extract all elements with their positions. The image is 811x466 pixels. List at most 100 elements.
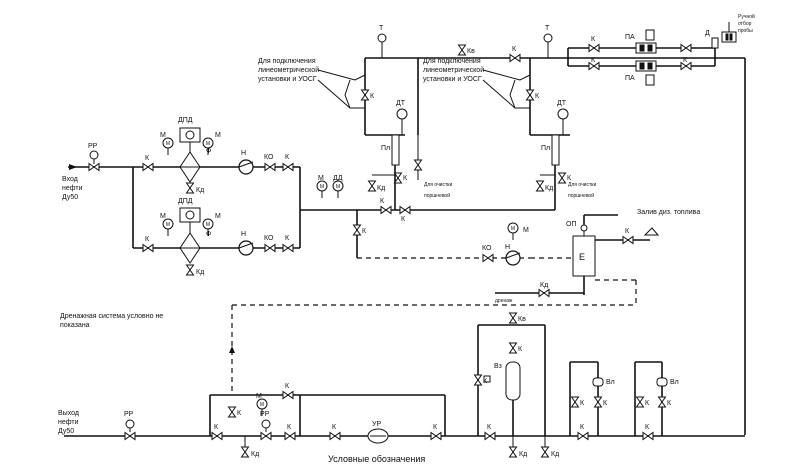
valve-k-vl-1-line[interactable]	[577, 432, 589, 440]
label-ko: КО	[264, 235, 274, 242]
drain-valve-lower-filter[interactable]	[186, 264, 194, 276]
label-k: К	[145, 155, 150, 162]
valve-k-collector-in[interactable]	[484, 432, 496, 440]
overflow-sensor-icon	[580, 224, 588, 232]
label-f-lower: Ф	[206, 231, 211, 238]
check-valve-upper[interactable]	[264, 163, 276, 171]
pressure-regulator-outlet-valve[interactable]	[124, 432, 136, 440]
label-k: К	[512, 46, 517, 53]
valve-k-left-bypass[interactable]	[414, 159, 422, 171]
densimeter-right-icon	[551, 134, 560, 166]
valve-k-meter-out[interactable]	[430, 432, 442, 440]
label-k: К	[580, 424, 585, 431]
valve-k-outlet-top[interactable]	[282, 391, 294, 399]
manual-sampling-point-icon	[721, 31, 737, 43]
air-valve-kv-collector[interactable]	[509, 312, 517, 324]
label-k: К	[683, 57, 688, 64]
manometer-header-icon	[316, 180, 328, 199]
label-m: М	[215, 213, 221, 220]
valve-k-lower-2[interactable]	[282, 244, 294, 252]
manometer-upper-left-icon	[162, 137, 174, 156]
valve-k-lower-1[interactable]	[142, 244, 154, 252]
air-valve-kv-top[interactable]	[458, 44, 466, 56]
label-k: К	[625, 228, 630, 235]
check-valve-circulation[interactable]	[482, 254, 494, 262]
valve-k-header-1[interactable]	[380, 206, 392, 214]
valve-k-vl-2b[interactable]	[658, 396, 666, 408]
lineometric-right-line1: Для подключения	[423, 58, 481, 65]
valve-k-upper-2[interactable]	[282, 163, 294, 171]
valve-k-header-2[interactable]	[399, 206, 411, 214]
densimeter-left-icon	[391, 134, 400, 166]
valve-k-diesel[interactable]	[622, 236, 634, 244]
valve-k-vl-2a[interactable]	[636, 396, 644, 408]
label-pa-lower: ПА	[625, 75, 635, 82]
label-ko: КО	[264, 154, 274, 161]
label-k: К	[370, 93, 375, 100]
temperature-sensor-left-icon	[396, 108, 408, 120]
valve-k-meter-in[interactable]	[329, 432, 341, 440]
label-pl-right: Пл	[541, 145, 550, 152]
label-dt-left: ДТ	[396, 100, 406, 107]
label-dt-right: ДТ	[557, 100, 567, 107]
label-k: К	[580, 400, 585, 407]
drain-valve-upper-filter[interactable]	[186, 182, 194, 194]
label-vl-2: Вл	[670, 379, 679, 386]
drain-valve-right-meas[interactable]	[536, 180, 544, 192]
inlet-label-2: нефти	[62, 185, 83, 192]
label-kd: Кд	[519, 451, 527, 458]
valve-k-right-meas[interactable]	[526, 89, 534, 101]
label-k: К	[403, 175, 408, 182]
valve-k-vl-2-line[interactable]	[642, 432, 654, 440]
pressure-regulator-outlet-2[interactable]	[260, 432, 272, 440]
label-n-lower: Н	[241, 231, 246, 238]
valve-k-top-middle[interactable]	[509, 54, 521, 62]
label-op: ОП	[566, 221, 576, 228]
pp-label-outlet: РР	[124, 411, 134, 418]
valve-k-collector-left[interactable]	[474, 374, 482, 386]
drain-valve-collector-2[interactable]	[541, 446, 549, 458]
label-k: К	[645, 400, 650, 407]
lineometric-right-line3: установки и УОСГ	[423, 76, 482, 83]
label-k: К	[380, 198, 385, 205]
valve-k-vl-1a[interactable]	[571, 396, 579, 408]
drain-valve-left-meas[interactable]	[368, 180, 376, 192]
manometer-lower-left-icon	[162, 218, 174, 237]
lineometric-left-line3: установки и УОСГ	[258, 76, 317, 83]
cleaning-left-line2: поршневой	[424, 192, 450, 199]
pressure-regulator-valve-icon[interactable]	[88, 163, 100, 171]
label-k: К	[285, 154, 290, 161]
valve-k-upper-1[interactable]	[142, 163, 154, 171]
outlet-label-1: Выход	[58, 410, 79, 417]
valve-k-sampler-upper[interactable]	[588, 44, 600, 52]
outlet-section: Выход нефти Ду50 РР К К К Кд РР К М К УР	[58, 312, 745, 464]
valve-k-circulation[interactable]	[353, 224, 361, 236]
valve-k-vl-1b[interactable]	[594, 396, 602, 408]
drain-valve-outlet-1[interactable]	[241, 446, 249, 458]
moisture-meter-vl-1-icon	[592, 377, 604, 387]
label-kd: Кд	[540, 282, 548, 289]
valve-k-outlet-bypass[interactable]	[228, 406, 236, 418]
label-e: Е	[579, 252, 585, 262]
air-eliminator-vz-icon	[505, 361, 521, 401]
valve-k-collector-top[interactable]	[509, 342, 517, 354]
inlet-label-3: Ду50	[62, 194, 78, 201]
valve-k-right-cleaning[interactable]	[558, 172, 566, 184]
valve-k-outlet-2[interactable]	[284, 432, 296, 440]
measurement-lines: К Т Пл ДТ Кд К К Т Пл ДТ	[258, 25, 745, 210]
label-k: К	[535, 93, 540, 100]
drain-valve-vessel[interactable]	[538, 289, 550, 297]
label-k: К	[483, 378, 488, 385]
label-pa-upper: ПА	[625, 34, 635, 41]
label-k: К	[237, 410, 242, 417]
outlet-label-3: Ду50	[58, 428, 74, 435]
valve-k-outlet-1[interactable]	[211, 432, 223, 440]
valve-k-sampler-upper-2[interactable]	[680, 44, 692, 52]
label-k: К	[401, 216, 406, 223]
valve-k-left-meas[interactable]	[361, 89, 369, 101]
cleaning-left-line1: Для очистки	[424, 182, 452, 188]
drain-valve-collector[interactable]	[509, 446, 517, 458]
label-kd: Кд	[551, 451, 559, 458]
check-valve-lower[interactable]	[264, 244, 276, 252]
